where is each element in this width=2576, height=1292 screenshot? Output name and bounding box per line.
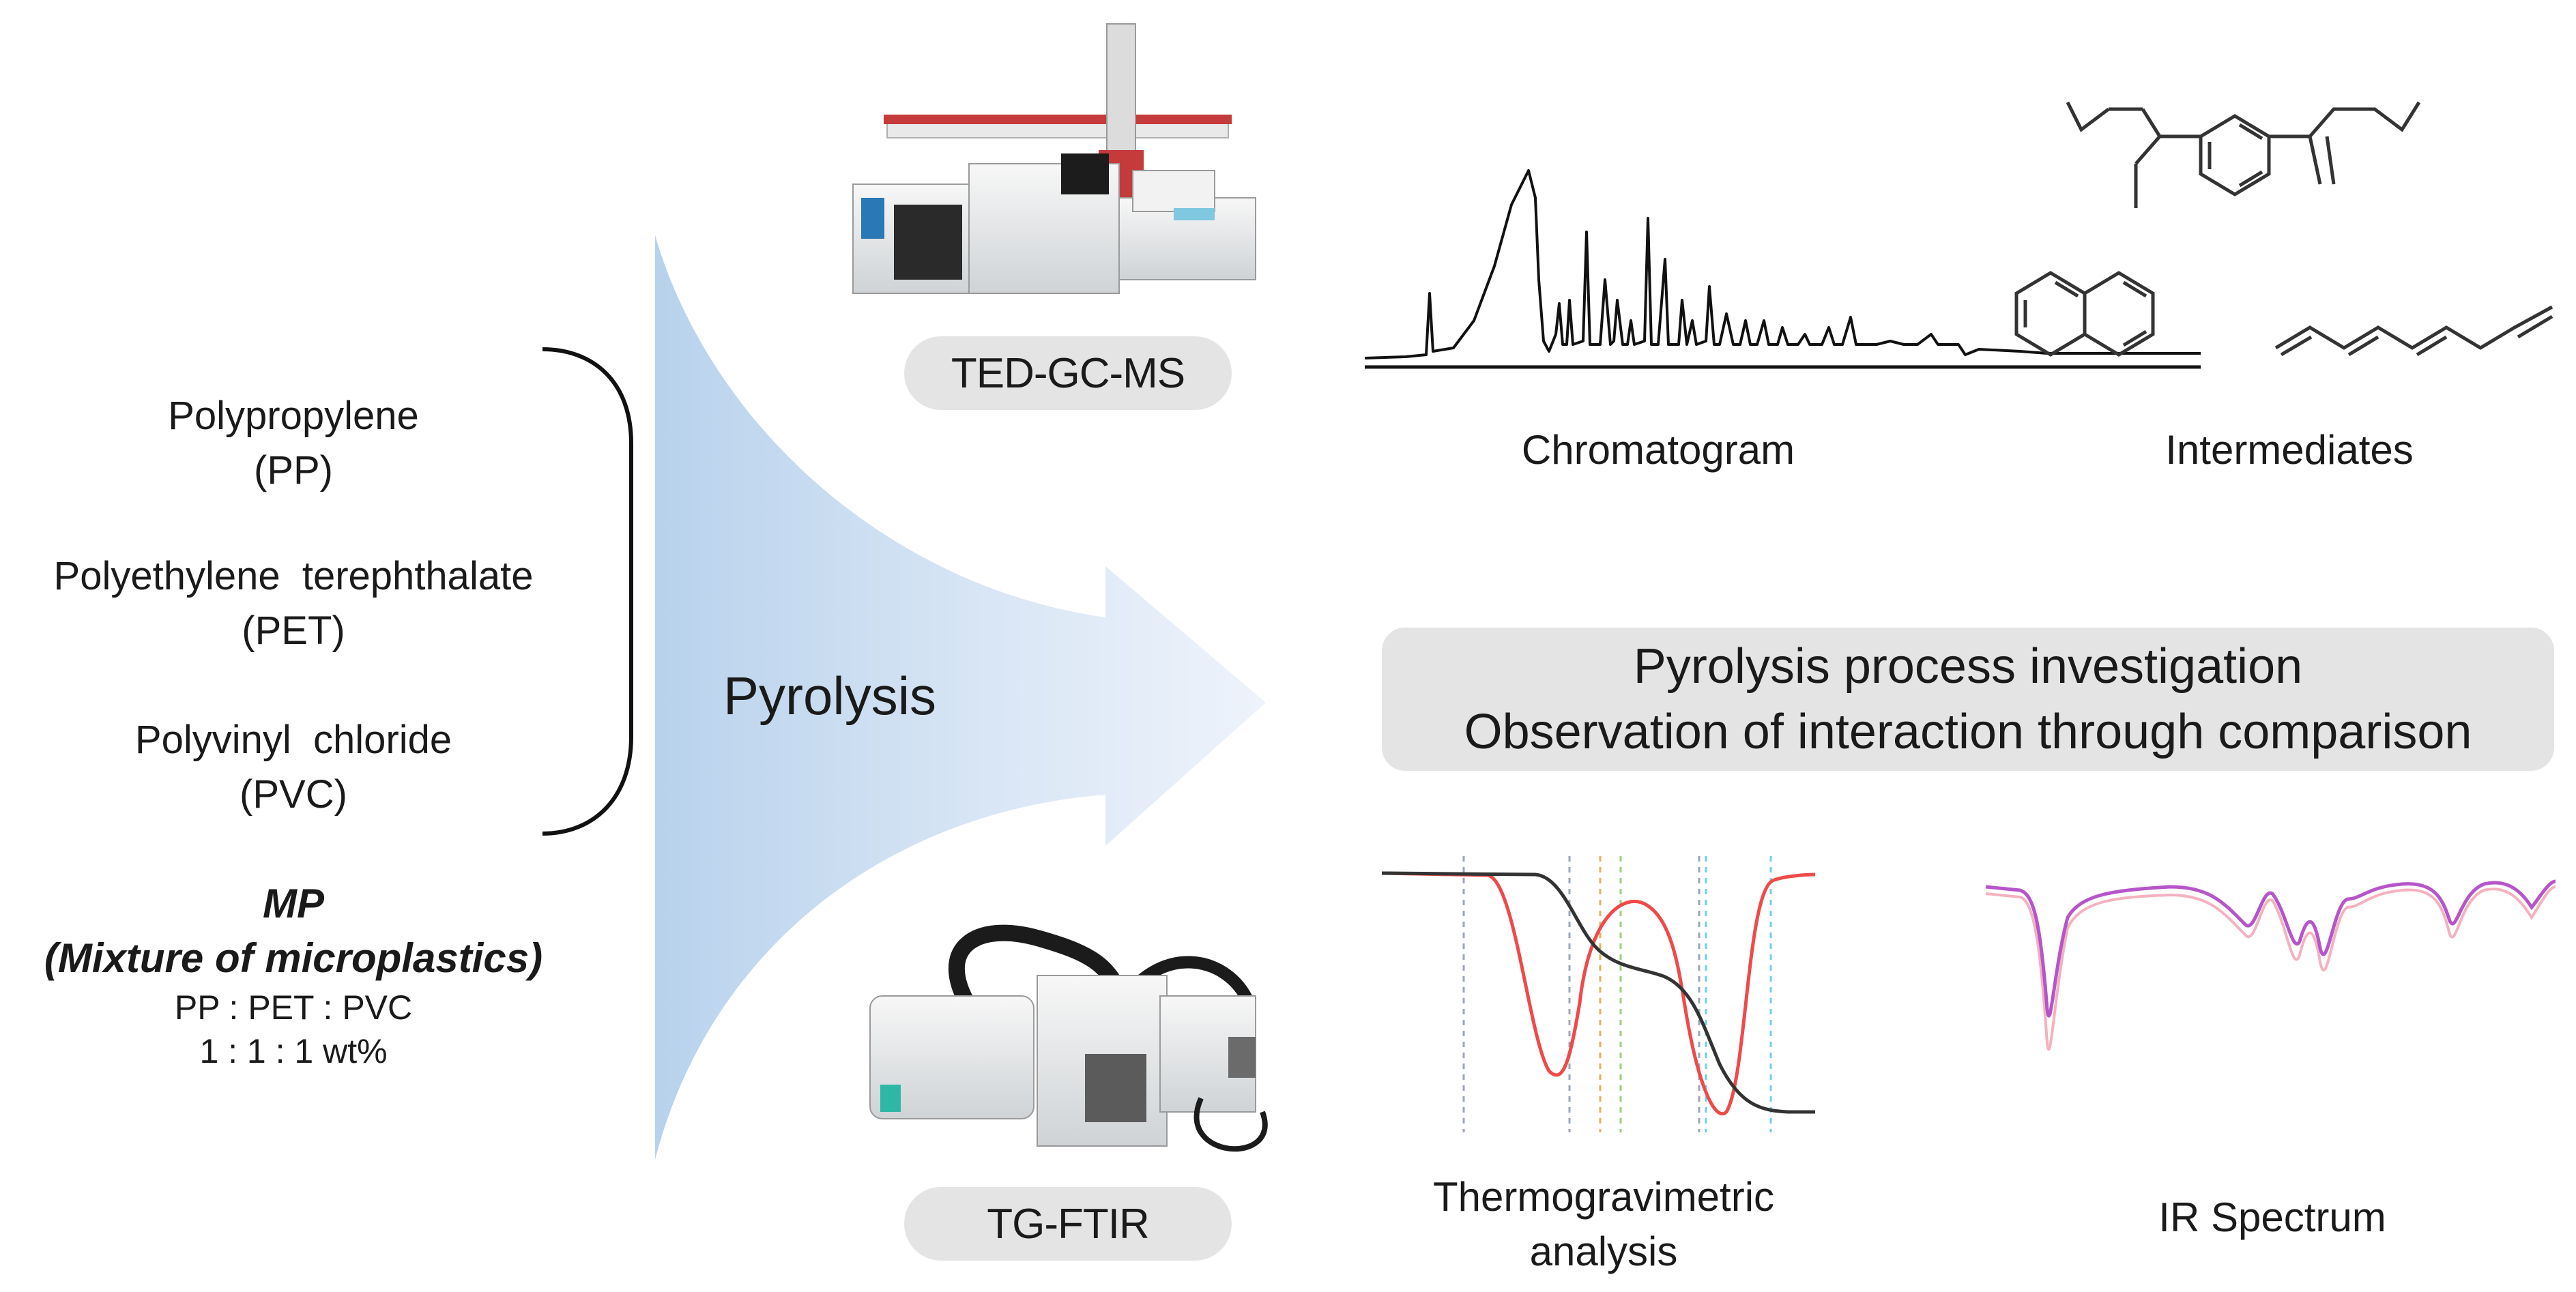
- mixture-ratio-value: 1 : 1 : 1 wt%: [199, 1032, 388, 1070]
- chromatogram-plot: [1364, 169, 2201, 369]
- ted-gc-ms-instrument-image: [852, 23, 1256, 294]
- polymer-abbr: (PP): [254, 448, 333, 493]
- instrument-label-ted-gc-ms: TED-GC-MS: [904, 336, 1232, 410]
- tg-ftir-instrument-image: [869, 924, 1268, 1152]
- process-label: Pyrolysis: [723, 666, 937, 726]
- polymer-name: Polyvinyl chloride: [134, 718, 452, 762]
- banner-line-2: Observation of interaction through compa…: [1464, 705, 2472, 759]
- polymer-name: Polypropylene: [168, 394, 419, 438]
- ir-spectrum-trace: [1985, 879, 2556, 1018]
- caption-chromatogram: Chromatogram: [1521, 427, 1795, 473]
- intermediates-structures: [2014, 101, 2553, 357]
- mixture-subtitle: (Mixture of microplastics): [44, 935, 543, 981]
- caption-thermogravimetric-analysis: Thermogravimetric analysis: [1385, 1170, 1822, 1279]
- mixture-ratio-label: PP : PET : PVC: [174, 988, 413, 1027]
- polymer-pet: Polyethylene terephthalate (PET): [14, 549, 573, 658]
- ir-spectrum-plot: [1985, 879, 2556, 1051]
- mixture-block: MP (Mixture of microplastics) PP : PET :…: [14, 877, 573, 1073]
- tga-plot: [1381, 856, 1816, 1132]
- chromatogram-trace: [1364, 169, 2201, 359]
- banner-line-1: Pyrolysis process investigation: [1633, 639, 2303, 694]
- objective-banner: Pyrolysis process investigation Observat…: [1382, 628, 2554, 771]
- polymer-abbr: (PET): [242, 608, 345, 653]
- polymer-pvc: Polyvinyl chloride (PVC): [89, 713, 498, 822]
- caption-line: analysis: [1529, 1229, 1678, 1274]
- caption-intermediates: Intermediates: [2165, 427, 2414, 473]
- instrument-label-tg-ftir: TG-FTIR: [904, 1187, 1232, 1261]
- polymer-abbr: (PVC): [240, 772, 347, 817]
- polymer-pp: Polypropylene (PP): [89, 389, 498, 498]
- polymer-name: Polyethylene terephthalate: [53, 554, 534, 598]
- tga-mass-curve: [1381, 871, 1815, 1114]
- mixture-title: MP: [263, 881, 324, 926]
- polymer-bracket: [542, 347, 633, 836]
- pyrolysis-flow-arrow: [655, 235, 1266, 1160]
- caption-ir-spectrum: IR Spectrum: [2158, 1194, 2386, 1240]
- caption-line: Thermogravimetric: [1432, 1174, 1775, 1220]
- tga-derivative-curve: [1381, 871, 1816, 1116]
